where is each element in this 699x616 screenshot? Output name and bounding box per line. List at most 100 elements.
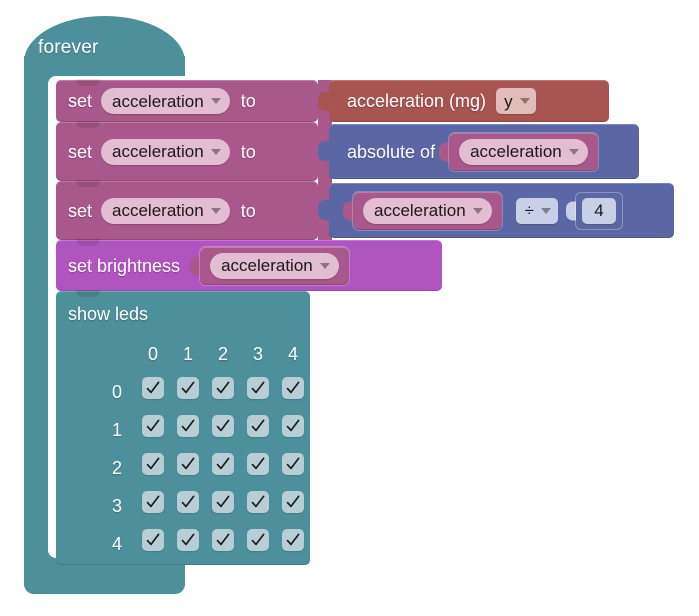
variable-dropdown-label-brightness: acceleration — [221, 256, 313, 275]
variable-reporter-brightness[interactable]: acceleration — [200, 246, 349, 285]
check-icon — [146, 419, 160, 432]
variable-dropdown-arith[interactable]: acceleration — [363, 197, 492, 224]
variable-dropdown-label-2: acceleration — [112, 142, 204, 161]
led-checkbox-1-2[interactable] — [212, 415, 234, 437]
led-row-header-0: 0 — [111, 382, 122, 402]
led-checkbox-1-1[interactable] — [177, 415, 199, 437]
led-checkbox-0-4[interactable] — [282, 377, 304, 399]
acceleration-mg-label: acceleration (mg) — [347, 91, 487, 111]
check-icon — [216, 533, 230, 546]
led-row-header-1: 1 — [111, 420, 122, 440]
led-col-header-3: 3 — [252, 344, 263, 364]
led-checkbox-1-3[interactable] — [247, 415, 269, 437]
socket-tab-arith-right — [566, 201, 578, 220]
chevron-down-icon — [210, 98, 221, 104]
led-row-header-2: 2 — [111, 458, 122, 478]
set-variable-block-2[interactable]: set acceleration to — [56, 121, 318, 181]
set-keyword-3: set — [68, 200, 93, 221]
led-col-header-2: 2 — [217, 344, 228, 364]
check-icon — [181, 419, 195, 432]
led-checkbox-4-3[interactable] — [247, 529, 269, 551]
led-checkbox-3-1[interactable] — [177, 491, 199, 513]
led-checkbox-2-2[interactable] — [212, 453, 234, 475]
check-icon — [286, 533, 300, 546]
variable-dropdown-3[interactable]: acceleration — [101, 197, 230, 224]
check-icon — [216, 381, 230, 394]
led-checkbox-0-1[interactable] — [177, 377, 199, 399]
set-brightness-block[interactable]: set brightness acceleration — [56, 239, 442, 291]
led-checkbox-0-3[interactable] — [247, 377, 269, 399]
led-checkbox-4-4[interactable] — [282, 529, 304, 551]
axis-dropdown[interactable]: y — [496, 88, 536, 114]
led-checkbox-2-0[interactable] — [142, 453, 164, 475]
check-icon — [251, 457, 265, 470]
number-field[interactable]: 4 — [582, 197, 617, 224]
socket-tab-1 — [318, 92, 329, 111]
check-icon — [251, 419, 265, 432]
socket-tab-2 — [318, 141, 329, 161]
variable-dropdown-2[interactable]: acceleration — [101, 138, 230, 165]
variable-dropdown-1[interactable]: acceleration — [101, 88, 230, 114]
number-reporter[interactable]: 4 — [576, 192, 623, 229]
variable-dropdown-label-abs: acceleration — [470, 142, 562, 161]
led-checkbox-2-3[interactable] — [247, 453, 269, 475]
variable-dropdown-label-1: acceleration — [112, 91, 204, 111]
check-icon — [146, 457, 160, 470]
set-brightness-label: set brightness — [68, 255, 181, 276]
check-icon — [216, 419, 230, 432]
led-checkbox-4-1[interactable] — [177, 529, 199, 551]
absolute-of-reporter[interactable]: absolute of acceleration — [329, 124, 639, 179]
chevron-down-icon — [319, 262, 330, 269]
check-icon — [216, 457, 230, 470]
operator-dropdown-label: ÷ — [524, 201, 535, 220]
set-variable-block-3[interactable]: set acceleration to — [56, 180, 318, 240]
arithmetic-reporter[interactable]: acceleration ÷ 4 — [329, 183, 674, 238]
led-col-header-4: 4 — [287, 344, 298, 364]
check-icon — [286, 495, 300, 508]
check-icon — [146, 381, 160, 394]
to-keyword-3: to — [240, 200, 256, 221]
variable-reporter-abs[interactable]: acceleration — [449, 132, 598, 171]
led-checkbox-4-0[interactable] — [142, 529, 164, 551]
check-icon — [181, 533, 195, 546]
forever-label: forever — [38, 37, 99, 58]
acceleration-mg-reporter[interactable]: acceleration (mg) y — [329, 80, 609, 122]
led-checkbox-2-1[interactable] — [177, 453, 199, 475]
led-checkbox-3-4[interactable] — [282, 491, 304, 513]
operator-dropdown[interactable]: ÷ — [515, 197, 559, 224]
chevron-down-icon — [519, 98, 530, 104]
led-row-header-4: 4 — [111, 534, 122, 554]
variable-dropdown-label-3: acceleration — [112, 201, 204, 220]
led-checkbox-1-4[interactable] — [282, 415, 304, 437]
check-icon — [251, 381, 265, 394]
led-checkbox-3-2[interactable] — [212, 491, 234, 513]
show-leds-label: show leds — [68, 304, 149, 324]
chevron-down-icon — [210, 207, 221, 214]
led-checkbox-4-2[interactable] — [212, 529, 234, 551]
led-checkbox-3-3[interactable] — [247, 491, 269, 513]
variable-dropdown-brightness[interactable]: acceleration — [210, 252, 339, 279]
socket-tab-arith-left — [343, 201, 354, 220]
set-keyword-2: set — [68, 141, 93, 162]
chevron-down-icon — [568, 148, 579, 155]
led-matrix[interactable]: 0 1 2 3 4 0 1 2 3 4 — [56, 291, 310, 565]
led-checkbox-3-0[interactable] — [142, 491, 164, 513]
led-col-header-0: 0 — [147, 344, 158, 364]
led-checkbox-0-0[interactable] — [142, 377, 164, 399]
variable-dropdown-abs[interactable]: acceleration — [459, 138, 588, 165]
socket-tab-3 — [318, 200, 329, 220]
absolute-of-label: absolute of — [347, 141, 436, 162]
check-icon — [251, 495, 265, 508]
variable-reporter-arith[interactable]: acceleration — [353, 191, 502, 230]
led-checkbox-1-0[interactable] — [142, 415, 164, 437]
check-icon — [286, 419, 300, 432]
variable-dropdown-label-arith: acceleration — [374, 201, 466, 220]
set-variable-block-1[interactable]: set acceleration to — [56, 79, 318, 122]
led-checkbox-2-4[interactable] — [282, 453, 304, 475]
led-checkbox-0-2[interactable] — [212, 377, 234, 399]
set-keyword-1: set — [68, 91, 93, 111]
check-icon — [181, 381, 195, 394]
led-row-header-3: 3 — [111, 496, 122, 516]
check-icon — [181, 457, 195, 470]
